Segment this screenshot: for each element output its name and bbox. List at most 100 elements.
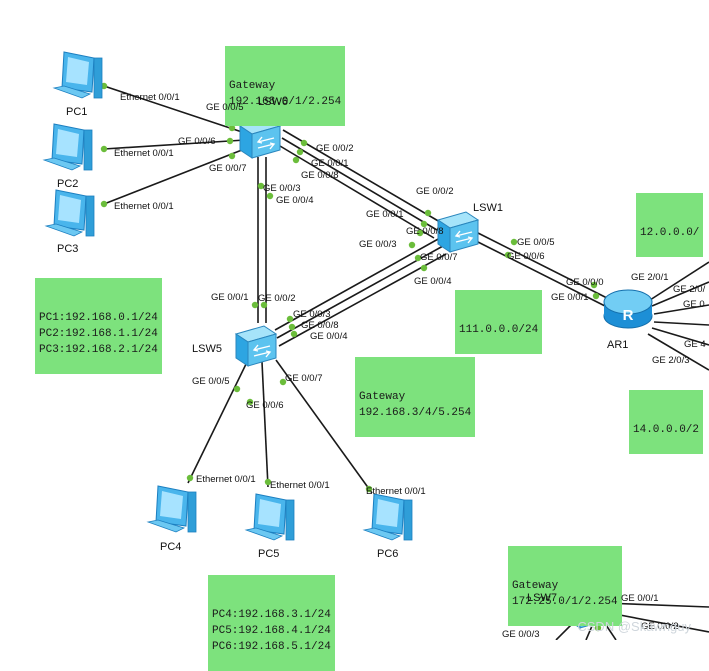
- pc1-icon[interactable]: [52, 51, 103, 99]
- pc1-label: PC1: [66, 106, 88, 118]
- link-lsw1-ar1: [475, 240, 606, 307]
- port-dot: [246, 398, 254, 406]
- port-dot: [186, 474, 194, 482]
- link-lsw5-lsw1: [274, 237, 441, 331]
- port-label: GE 0/0/8: [301, 170, 339, 181]
- port-label: GE 0/0/8: [301, 320, 339, 331]
- link-lsw1-ar1: [477, 232, 608, 299]
- port-label: GE 0/0/6: [246, 400, 284, 411]
- link-pc3-lsw6: [103, 147, 248, 205]
- port-dot: [257, 182, 265, 190]
- port-label: Ethernet 0/0/1: [114, 148, 174, 159]
- port-label: GE 2/0/3: [652, 355, 690, 366]
- pc5-icon[interactable]: [244, 493, 295, 541]
- port-dot: [296, 148, 304, 156]
- pc6-label: PC6: [377, 548, 399, 560]
- port-label: GE 0/0/1: [366, 209, 404, 220]
- port-label: Ethernet 0/0/1: [114, 201, 174, 212]
- network-note-14: 14.0.0.0/2: [629, 390, 704, 454]
- port-dot: [228, 152, 236, 160]
- port-dot: [414, 254, 422, 262]
- link-ar1-r: [651, 281, 709, 307]
- port-label: Ethernet 0/0/1: [366, 486, 426, 497]
- link-lsw5-lsw1: [276, 245, 444, 339]
- port-dot: [300, 139, 308, 147]
- port-dot: [286, 315, 294, 323]
- link-ar1-r: [653, 304, 709, 315]
- port-label: GE 0/0/1: [621, 593, 659, 604]
- port-label: GE 0/0/2: [258, 293, 296, 304]
- port-label: Ethernet 0/0/1: [120, 92, 180, 103]
- links: [103, 85, 709, 640]
- port-label: GE 0/0/4: [276, 195, 314, 206]
- link-lsw6-lsw1: [279, 145, 435, 239]
- port-label: GE 0/0/1: [211, 292, 249, 303]
- port-label: Ethernet 0/0/1: [196, 474, 256, 485]
- port-dot: [100, 145, 108, 153]
- link-lsw5-pc4: [187, 359, 249, 484]
- port-label: GE 0/0/5: [206, 102, 244, 113]
- link-pc2-lsw6: [103, 139, 246, 150]
- lsw5-icon[interactable]: [234, 325, 278, 367]
- link-ar1-r: [651, 327, 709, 346]
- port-dot: [100, 200, 108, 208]
- link-lsw6-lsw1: [281, 137, 438, 231]
- port-label: GE 0/0/0: [566, 277, 604, 288]
- lsw1-label: LSW1: [473, 202, 503, 214]
- port-dot: [590, 281, 598, 289]
- port-dots: [100, 82, 621, 632]
- port-label: GE 0/0/1: [311, 158, 349, 169]
- port-dot: [251, 301, 259, 309]
- port-dot: [266, 192, 274, 200]
- port-label: GE 0/0/3: [359, 239, 397, 250]
- port-label: GE 0/0/1: [551, 292, 589, 303]
- link-ar1-r: [653, 321, 709, 326]
- link-lsw5-pc6: [275, 359, 373, 494]
- ar1-icon[interactable]: R: [603, 289, 653, 329]
- port-dot: [420, 264, 428, 272]
- pc2-label: PC2: [57, 178, 79, 190]
- port-label: GE 0/0/3: [502, 629, 540, 640]
- port-label: GE 0: [683, 299, 705, 310]
- pc5-label: PC5: [258, 548, 280, 560]
- ar1-label: AR1: [607, 339, 629, 351]
- port-dot: [264, 478, 272, 486]
- port-label: GE 2/0/: [673, 284, 706, 295]
- pc3-icon[interactable]: [44, 189, 95, 237]
- port-label: GE 0/0/7: [420, 252, 458, 263]
- port-dot: [233, 385, 241, 393]
- network-note-111: 111.0.0.0/24: [455, 290, 543, 354]
- port-label: GE 0/0/7: [285, 373, 323, 384]
- port-dot: [100, 82, 108, 90]
- pc4-label: PC4: [160, 541, 182, 553]
- pc6-icon[interactable]: [362, 493, 413, 541]
- port-label: GE 2/0/1: [631, 272, 669, 283]
- port-dot: [290, 330, 298, 338]
- port-label: GE 0/0/2: [316, 143, 354, 154]
- port-dot: [416, 229, 424, 237]
- lsw1-icon[interactable]: [436, 211, 480, 253]
- lsw6-label: LSW6: [258, 96, 288, 108]
- port-label: GE 0/0/8: [406, 226, 444, 237]
- link-lsw6-lsw1: [282, 129, 441, 223]
- port-label: GE 0/0/2: [416, 186, 454, 197]
- port-label: GE 4: [684, 339, 706, 350]
- lsw7-label: LSW7: [527, 592, 557, 604]
- port-label: GE 0/0/5: [192, 376, 230, 387]
- router-r-glyph: R: [623, 307, 634, 324]
- link-lsw5-pc5: [261, 361, 269, 488]
- port-dot: [260, 301, 268, 309]
- port-dot: [510, 238, 518, 246]
- pc4-icon[interactable]: [146, 485, 197, 533]
- port-label: GE 0/0/4: [310, 331, 348, 342]
- link-lsw7-b: [585, 625, 593, 640]
- pc2-icon[interactable]: [42, 123, 93, 171]
- port-dot: [365, 485, 373, 493]
- port-label: GE 0/0/6: [178, 136, 216, 147]
- port-label: GE 0/0/2: [641, 621, 679, 632]
